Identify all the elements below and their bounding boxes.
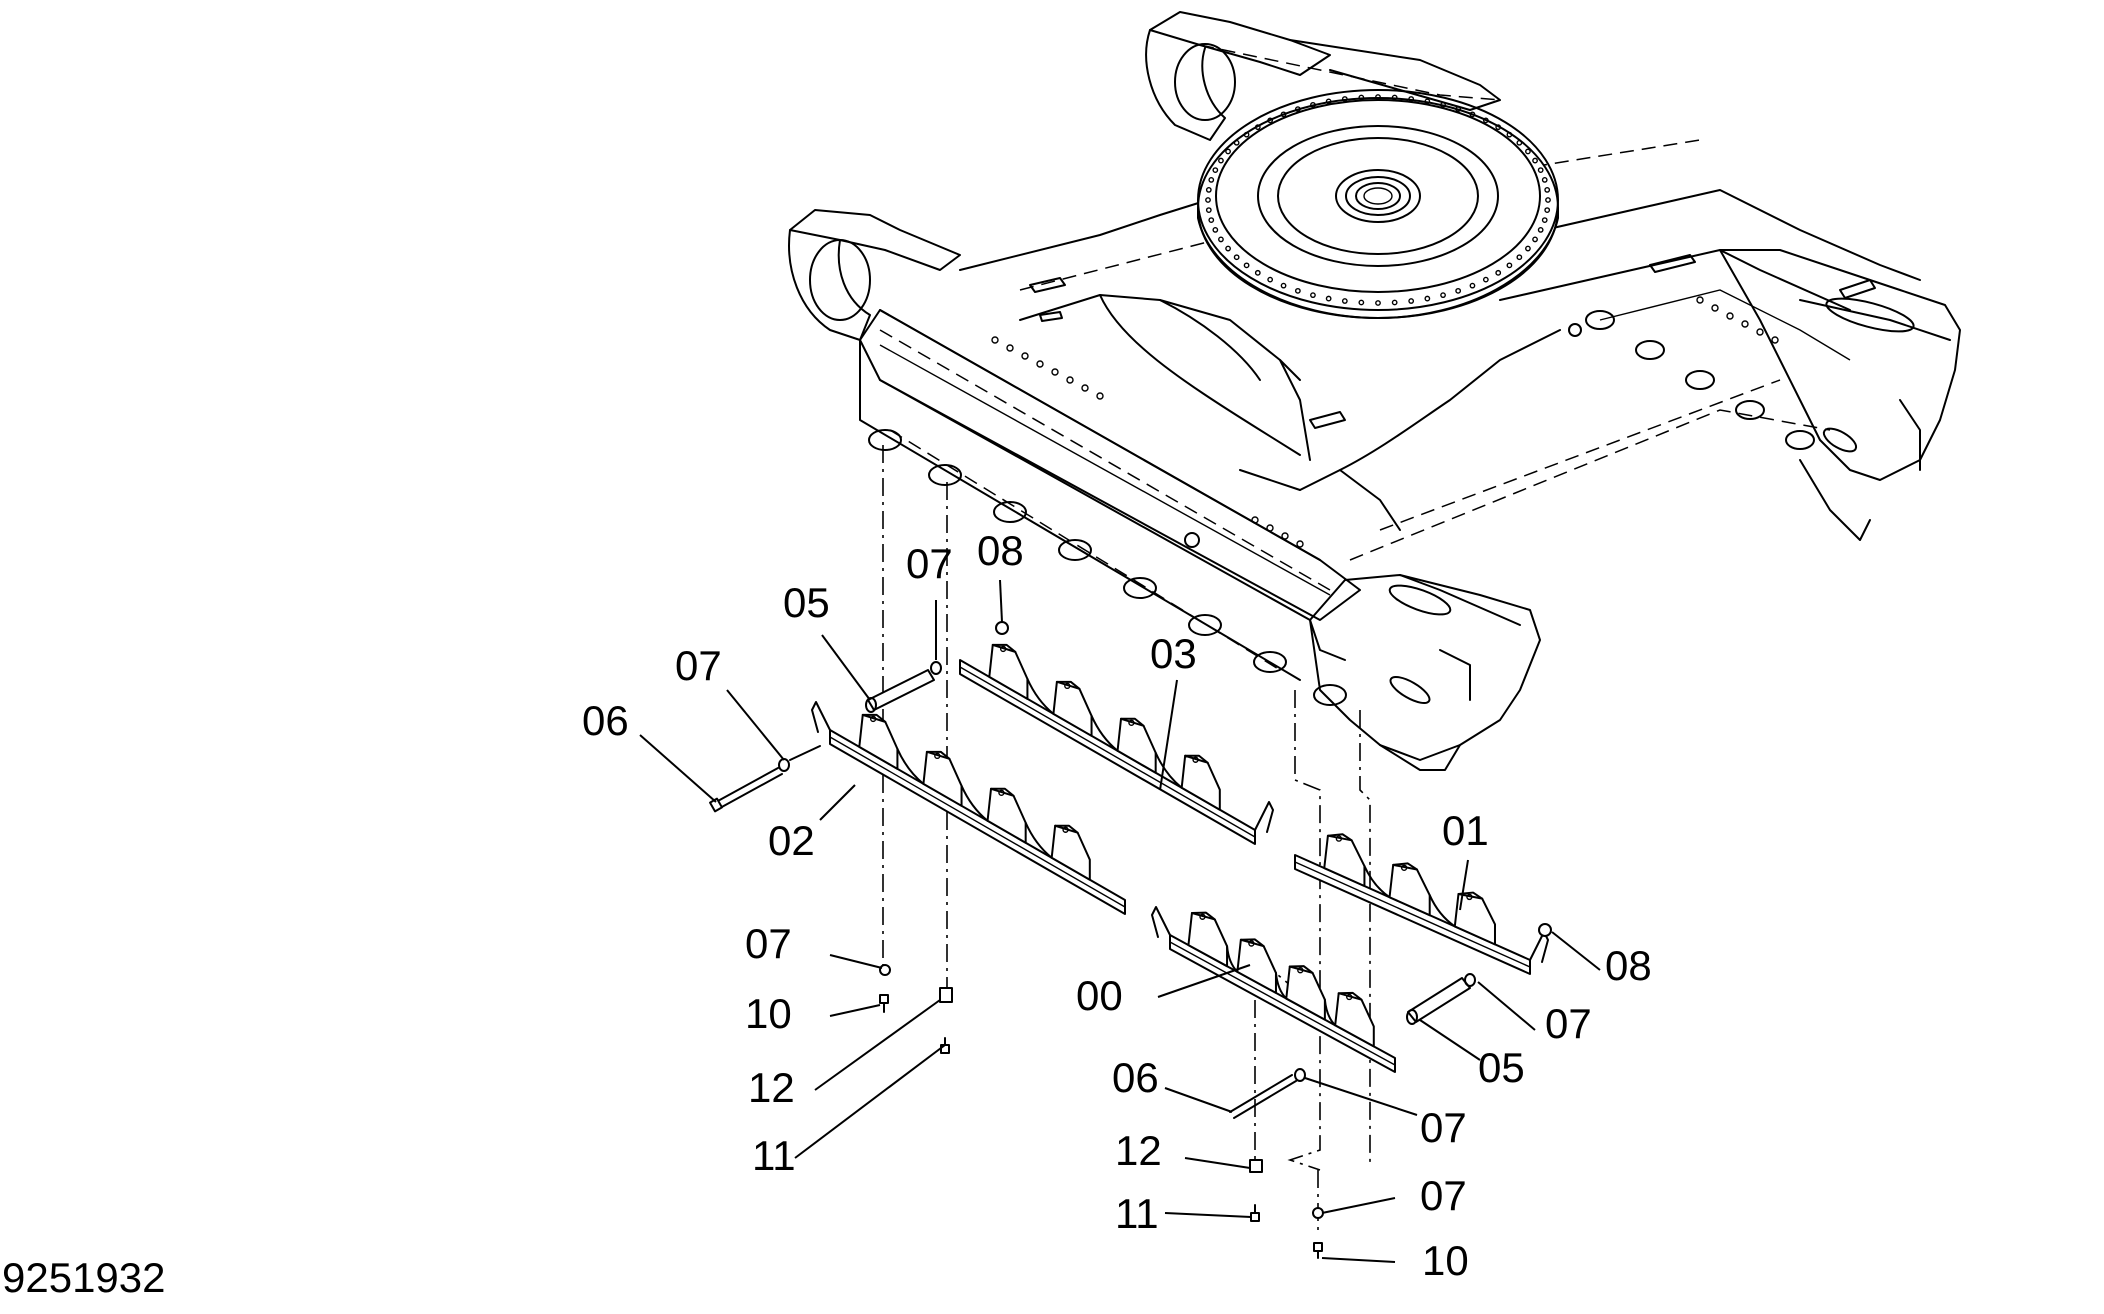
track-guard-01 <box>1294 833 1549 975</box>
nut-08-top <box>995 621 1009 635</box>
callout-05-left: 05 <box>783 579 830 626</box>
track-guard-00 <box>1151 906 1396 1073</box>
assembly-centerlines <box>882 445 1371 1235</box>
washer-07-br <box>1312 1207 1324 1219</box>
callout-06-right: 06 <box>1112 1054 1159 1101</box>
ring-bolt-circle <box>1205 94 1551 306</box>
leader-lines <box>639 579 1601 1263</box>
callout-08-top: 08 <box>977 527 1024 574</box>
drawing-number: 9251932 <box>2 1254 166 1301</box>
bolt-10-br <box>1313 1242 1323 1259</box>
track-rollers <box>868 310 1815 706</box>
spacer-12-br <box>1249 1159 1263 1173</box>
callout-07-bottom-right: 07 <box>1420 1172 1467 1219</box>
washer-07-bl <box>879 964 891 976</box>
callout-12-right: 12 <box>1115 1127 1162 1174</box>
callout-03: 03 <box>1150 630 1197 677</box>
pin-05-left <box>865 669 935 713</box>
track-guard-02 <box>811 701 1126 915</box>
callout-08-right: 08 <box>1605 942 1652 989</box>
spacer-12-bl <box>939 987 953 1003</box>
callout-05-right: 05 <box>1478 1044 1525 1091</box>
callout-12-left: 12 <box>748 1064 795 1111</box>
callout-01: 01 <box>1442 807 1489 854</box>
track-guard-03 <box>959 643 1274 845</box>
frame-bolt-holes <box>991 296 1779 548</box>
bolt-11-br <box>1250 1204 1260 1222</box>
washer-07-top <box>930 661 942 675</box>
bolt-10-bl <box>879 994 889 1013</box>
washer-07-left <box>778 758 790 772</box>
callout-10-left: 10 <box>745 990 792 1037</box>
callout-11-right: 11 <box>1115 1190 1159 1237</box>
callout-07-mid-left: 07 <box>745 920 792 967</box>
bolt-06-left <box>709 767 783 813</box>
callout-07-right: 07 <box>1545 1000 1592 1047</box>
slewing-ring <box>1197 89 1559 319</box>
callout-07-left: 07 <box>675 642 722 689</box>
callout-06-left: 06 <box>582 697 629 744</box>
callout-10-right: 10 <box>1422 1237 1469 1284</box>
nut-08-right <box>1538 923 1552 937</box>
hardware <box>709 621 1552 1259</box>
callout-labels: 08 07 05 03 07 06 02 01 07 08 10 00 07 1… <box>582 527 1652 1284</box>
callout-02: 02 <box>768 817 815 864</box>
callout-07-lower-right: 07 <box>1420 1104 1467 1151</box>
washer-07-right <box>1464 973 1476 987</box>
callout-11-left: 11 <box>752 1132 796 1179</box>
undercarriage-frame <box>788 11 1961 771</box>
callout-00: 00 <box>1076 972 1123 1019</box>
washer-07-right-lower <box>1294 1068 1306 1082</box>
pin-05-right <box>1406 977 1471 1025</box>
bolt-06-right <box>1229 1074 1297 1119</box>
callout-07-top: 07 <box>906 540 953 587</box>
